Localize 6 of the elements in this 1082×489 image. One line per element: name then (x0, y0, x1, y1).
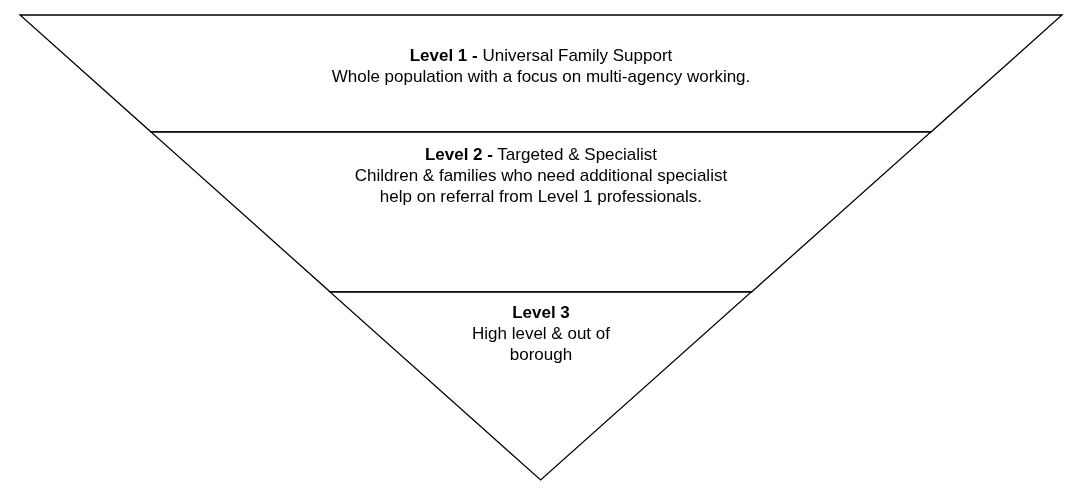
level-description: High level & out of borough (471, 323, 611, 365)
level-heading: Level 3 (512, 302, 570, 323)
level-description: Whole population with a focus on multi-agency working. (331, 66, 751, 87)
level-description: Children & families who need additional specialist help on referral from Level 1 professionals. (353, 165, 729, 207)
level-heading: Level 1 - Universal Family Support (409, 45, 673, 66)
level-heading: Level 2 - Targeted & Specialist (424, 144, 658, 165)
